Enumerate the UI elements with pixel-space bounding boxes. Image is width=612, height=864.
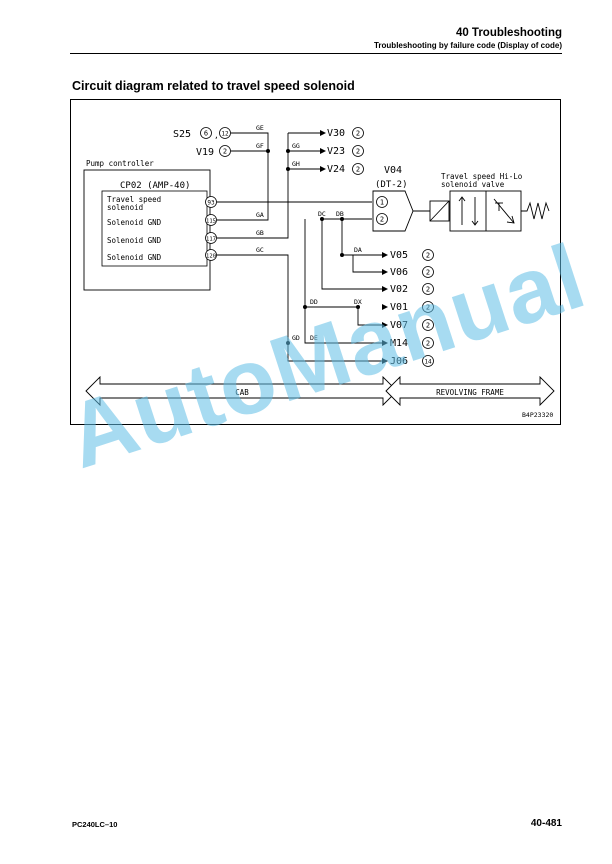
s25-pin-6: 6 (204, 130, 208, 138)
v30-pin: 2 (356, 130, 360, 138)
wire-gc: GC (256, 246, 264, 254)
v07-pin: 2 (426, 322, 430, 330)
s25-separator: , (214, 131, 219, 140)
m14-name: M14 (390, 338, 408, 349)
diagram-frame (70, 99, 561, 425)
output-v06: V06 2 (390, 266, 434, 278)
footer-model: PC240LC–10 (72, 820, 118, 829)
header-title: 40 Troubleshooting (455, 27, 562, 39)
conn-v19: V19 (196, 147, 214, 158)
valve-label-2: solenoid valve (441, 180, 505, 189)
v23-name: V23 (327, 146, 345, 157)
pin-117-num: 117 (206, 237, 216, 243)
output-v05: V05 2 (390, 249, 434, 261)
v24-name: V24 (327, 164, 345, 175)
wire-ge: GE (256, 124, 264, 132)
wire-da: DA (354, 246, 362, 254)
pin-93: 93 (205, 196, 217, 208)
v30-name: V30 (327, 128, 345, 139)
connector-name: CP02 (AMP-40) (120, 181, 190, 191)
section-title: Circuit diagram related to travel speed … (72, 79, 355, 93)
pin-120-label: Solenoid GND (107, 253, 162, 262)
v07-name: V07 (390, 320, 408, 331)
wire-gg: GG (292, 142, 300, 150)
wire-labels: GE GF GG GH GA GB GC DC DB DA DD DX GD D… (256, 124, 362, 342)
v02-name: V02 (390, 284, 408, 295)
pin-120: 120 (205, 249, 217, 261)
v01-pin: 2 (426, 304, 430, 312)
pump-controller-box (83, 169, 211, 291)
controller-label: Pump controller (86, 159, 154, 168)
zone-cab: CAB (235, 388, 249, 397)
v01-name: V01 (390, 302, 408, 313)
wire-dd: DD (310, 298, 318, 306)
solenoid-valve (413, 190, 550, 232)
output-v02: V02 2 (390, 283, 434, 295)
v04-name: V04 (384, 165, 402, 176)
header-subtitle: Troubleshooting by failure code (Display… (373, 41, 562, 50)
s25-pin-12: 12 (221, 131, 229, 138)
conn-v23: V23 2 (327, 145, 364, 157)
figure-code: B4P23320 (522, 411, 553, 419)
pin-115-num: 115 (206, 219, 216, 225)
pin-115-label: Solenoid GND (107, 218, 162, 227)
wire-gd: GD (292, 334, 300, 342)
footer-page: 40-481 (530, 818, 562, 829)
pin-117: 117 (205, 232, 217, 244)
v04-pin-1: 1 (380, 199, 384, 207)
connector-cp02 (101, 190, 208, 267)
pin-120-num: 120 (206, 254, 216, 260)
output-j06: J06 14 (390, 355, 434, 367)
header-rule (70, 53, 562, 54)
conn-v24: V24 2 (327, 163, 364, 175)
output-v01: V01 2 (390, 301, 434, 313)
v02-pin: 2 (426, 286, 430, 294)
output-m14: M14 2 (390, 337, 434, 349)
wiring (217, 132, 382, 362)
wire-gf: GF (256, 142, 264, 150)
conn-s25: S25 (173, 129, 191, 140)
output-v07: V07 2 (390, 319, 434, 331)
valve-label-1: Travel speed Hi-Lo (441, 172, 523, 181)
pin-93-label-2: solenoid (107, 203, 143, 212)
junction-dots (266, 149, 360, 345)
v19-pin: 2 (223, 148, 227, 156)
v06-pin: 2 (426, 269, 430, 277)
wire-gb: GB (256, 229, 264, 237)
j06-name: J06 (390, 356, 408, 367)
wire-ga: GA (256, 211, 264, 219)
wire-db: DB (336, 210, 344, 218)
m14-pin: 2 (426, 340, 430, 348)
wire-dc: DC (318, 210, 326, 218)
pin-93-label: Travel speed (107, 195, 161, 204)
j06-pin: 14 (424, 359, 432, 366)
pin-117-label: Solenoid GND (107, 236, 162, 245)
conn-v30: V30 2 (327, 127, 364, 139)
wire-dx: DX (354, 298, 362, 306)
v05-pin: 2 (426, 252, 430, 260)
v05-name: V05 (390, 250, 408, 261)
v24-pin: 2 (356, 166, 360, 174)
v04-type: (DT-2) (375, 180, 408, 190)
zone-arrow-revolving-frame: REVOLVING FRAME (385, 375, 555, 407)
zone-revolving-frame: REVOLVING FRAME (436, 388, 504, 397)
wire-gh: GH (292, 160, 300, 168)
wire-arrows (320, 130, 388, 364)
circuit-diagram: Pump controller CP02 (AMP-40) Travel spe… (70, 99, 561, 425)
v04-pin-2: 2 (380, 216, 384, 224)
wire-de: DE (310, 334, 318, 342)
pin-93-num: 93 (207, 200, 215, 207)
pin-115: 115 (205, 214, 217, 226)
v23-pin: 2 (356, 148, 360, 156)
v06-name: V06 (390, 267, 408, 278)
